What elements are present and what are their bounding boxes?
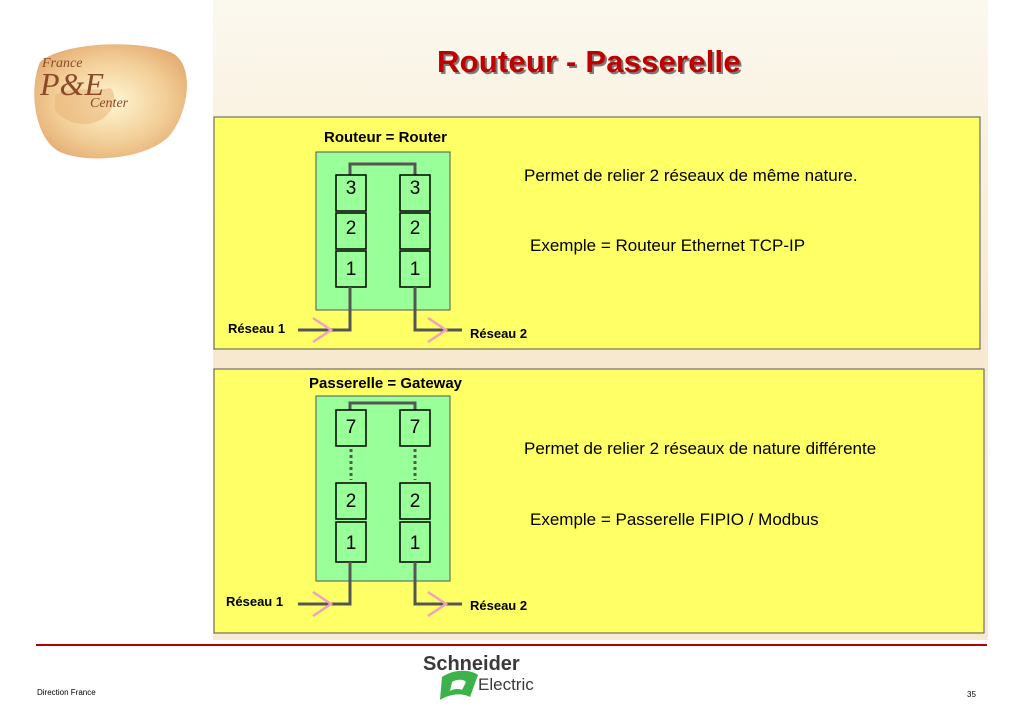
gateway-right-layer-1-label: 1 <box>409 533 421 554</box>
logo-line-center: Center <box>90 96 129 111</box>
router-arrow-right-icon <box>427 316 449 344</box>
router-example: Exemple = Routeur Ethernet TCP-IP <box>530 236 806 255</box>
router-left-layer-3 <box>335 174 367 212</box>
router-right-layer-1-label: 1 <box>409 259 421 280</box>
router-inner-wire <box>348 162 417 175</box>
gateway-right-layer-1 <box>399 521 431 563</box>
gateway-left-layer-7-label: 7 <box>345 417 357 438</box>
gateway-panel-title: Passerelle = Gateway <box>309 375 463 392</box>
gateway-left-layer-2 <box>335 482 367 520</box>
gateway-arrow-left-icon <box>312 590 334 618</box>
gateway-right-layer-7 <box>399 409 431 447</box>
gateway-right-layer-2-label: 2 <box>409 491 421 512</box>
gateway-arrow-right-icon <box>427 590 449 618</box>
footer-department: Direction France <box>37 688 96 697</box>
gateway-right-layer-2 <box>399 482 431 520</box>
router-right-layer-2 <box>399 212 431 250</box>
page-number: 35 <box>967 690 976 699</box>
router-right-layer-3-label: 3 <box>409 178 421 199</box>
gateway-left-layer-2-label: 2 <box>345 491 357 512</box>
pe-center-logo <box>34 44 187 159</box>
router-left-stack <box>335 174 367 288</box>
router-network-2-label: Réseau 2 <box>470 326 528 341</box>
schneider-logo-icon <box>440 670 478 700</box>
gateway-left-layer-7 <box>335 409 367 447</box>
router-right-layer-3 <box>399 174 431 212</box>
gateway-right-stack <box>399 409 431 563</box>
router-left-layer-3-label: 3 <box>345 178 357 199</box>
gateway-inner-wire <box>348 401 417 410</box>
gateway-network-1-label: Réseau 1 <box>226 594 284 609</box>
router-left-layer-2-label: 2 <box>345 218 357 239</box>
router-right-layer-2-label: 2 <box>409 218 421 239</box>
gateway-right-layer-7-label: 7 <box>409 417 421 438</box>
logo-line-pe: P&E <box>40 66 104 102</box>
router-right-layer-1 <box>399 250 431 288</box>
router-panel-title: Routeur = Router <box>324 129 447 146</box>
gateway-description: Permet de relier 2 réseaux de nature dif… <box>524 439 877 458</box>
router-left-layer-1-label: 1 <box>345 259 357 280</box>
router-right-stack <box>399 174 431 288</box>
brand-name-schneider: Schneider <box>423 653 520 675</box>
router-left-layer-2 <box>335 212 367 250</box>
gateway-example: Exemple = Passerelle FIPIO / Modbus <box>530 510 819 529</box>
brand-name-electric: Electric <box>478 675 534 694</box>
gateway-left-layer-1-label: 1 <box>345 533 357 554</box>
router-description: Permet de relier 2 réseaux de même natur… <box>524 166 858 185</box>
gateway-left-layer-1 <box>335 521 367 563</box>
router-network-1-label: Réseau 1 <box>228 321 286 336</box>
router-arrow-left-icon <box>312 316 334 344</box>
gateway-left-stack <box>335 409 367 563</box>
router-left-network-wire <box>298 287 352 332</box>
logo-line-france: France <box>42 56 83 71</box>
gateway-network-2-label: Réseau 2 <box>470 598 528 613</box>
gateway-left-network-wire <box>298 562 352 606</box>
slide-title: Routeur - Passerelle <box>437 44 741 79</box>
